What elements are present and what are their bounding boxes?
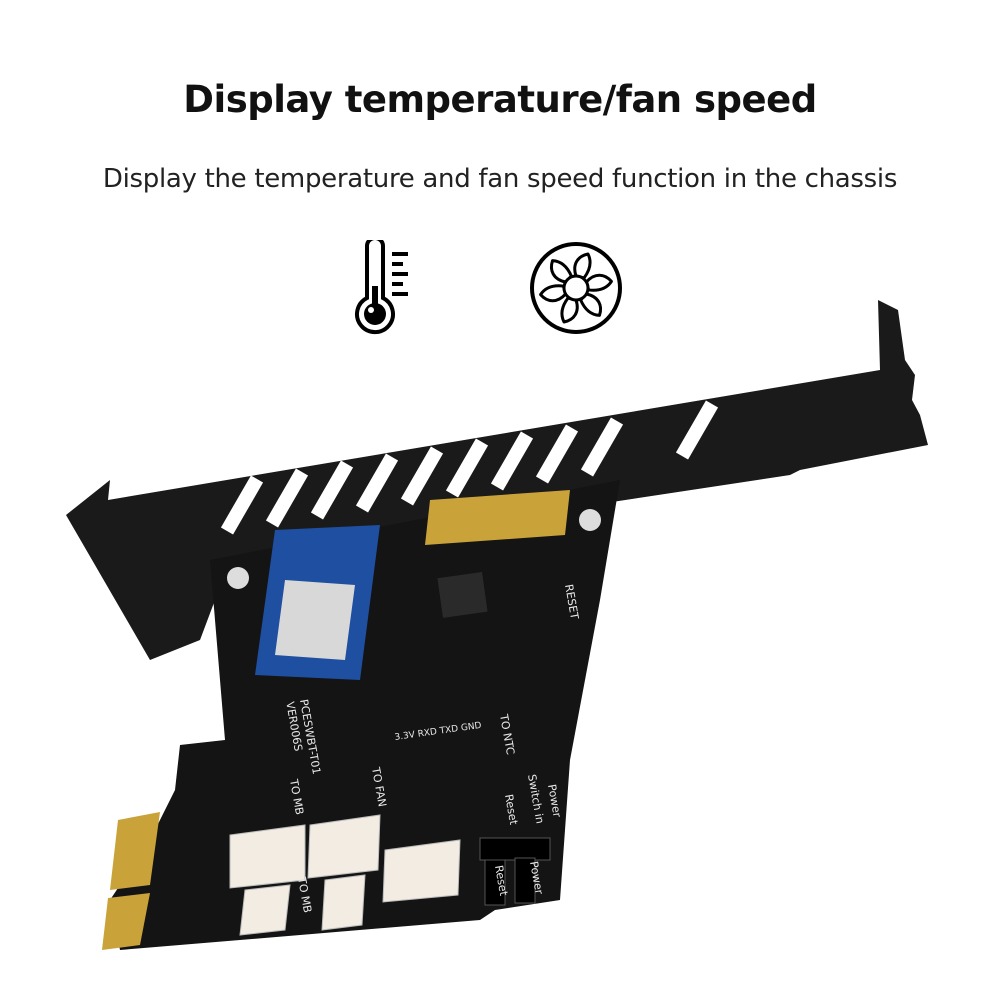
pin-header — [479, 837, 551, 906]
label-to-mb-2: TO MB — [295, 875, 314, 914]
label-reset-pin-2: Reset — [492, 864, 510, 897]
page-subtitle: Display the temperature and fan speed fu… — [102, 164, 898, 194]
fan-icon — [530, 242, 622, 334]
pcb-board — [110, 480, 620, 950]
label-reset: RESET — [562, 583, 581, 620]
label-power: Power — [545, 783, 564, 818]
gold-fingers — [102, 812, 160, 950]
label-to-mb: TO MB — [287, 777, 306, 816]
page-title: Display temperature/fan speed — [183, 78, 817, 121]
fan-connectors — [229, 814, 461, 936]
antenna — [425, 490, 570, 545]
label-reset-pin: Reset — [502, 793, 520, 826]
label-power-pin: Power — [527, 860, 546, 895]
bracket-vents — [220, 400, 719, 535]
thermometer-icon — [355, 240, 408, 335]
